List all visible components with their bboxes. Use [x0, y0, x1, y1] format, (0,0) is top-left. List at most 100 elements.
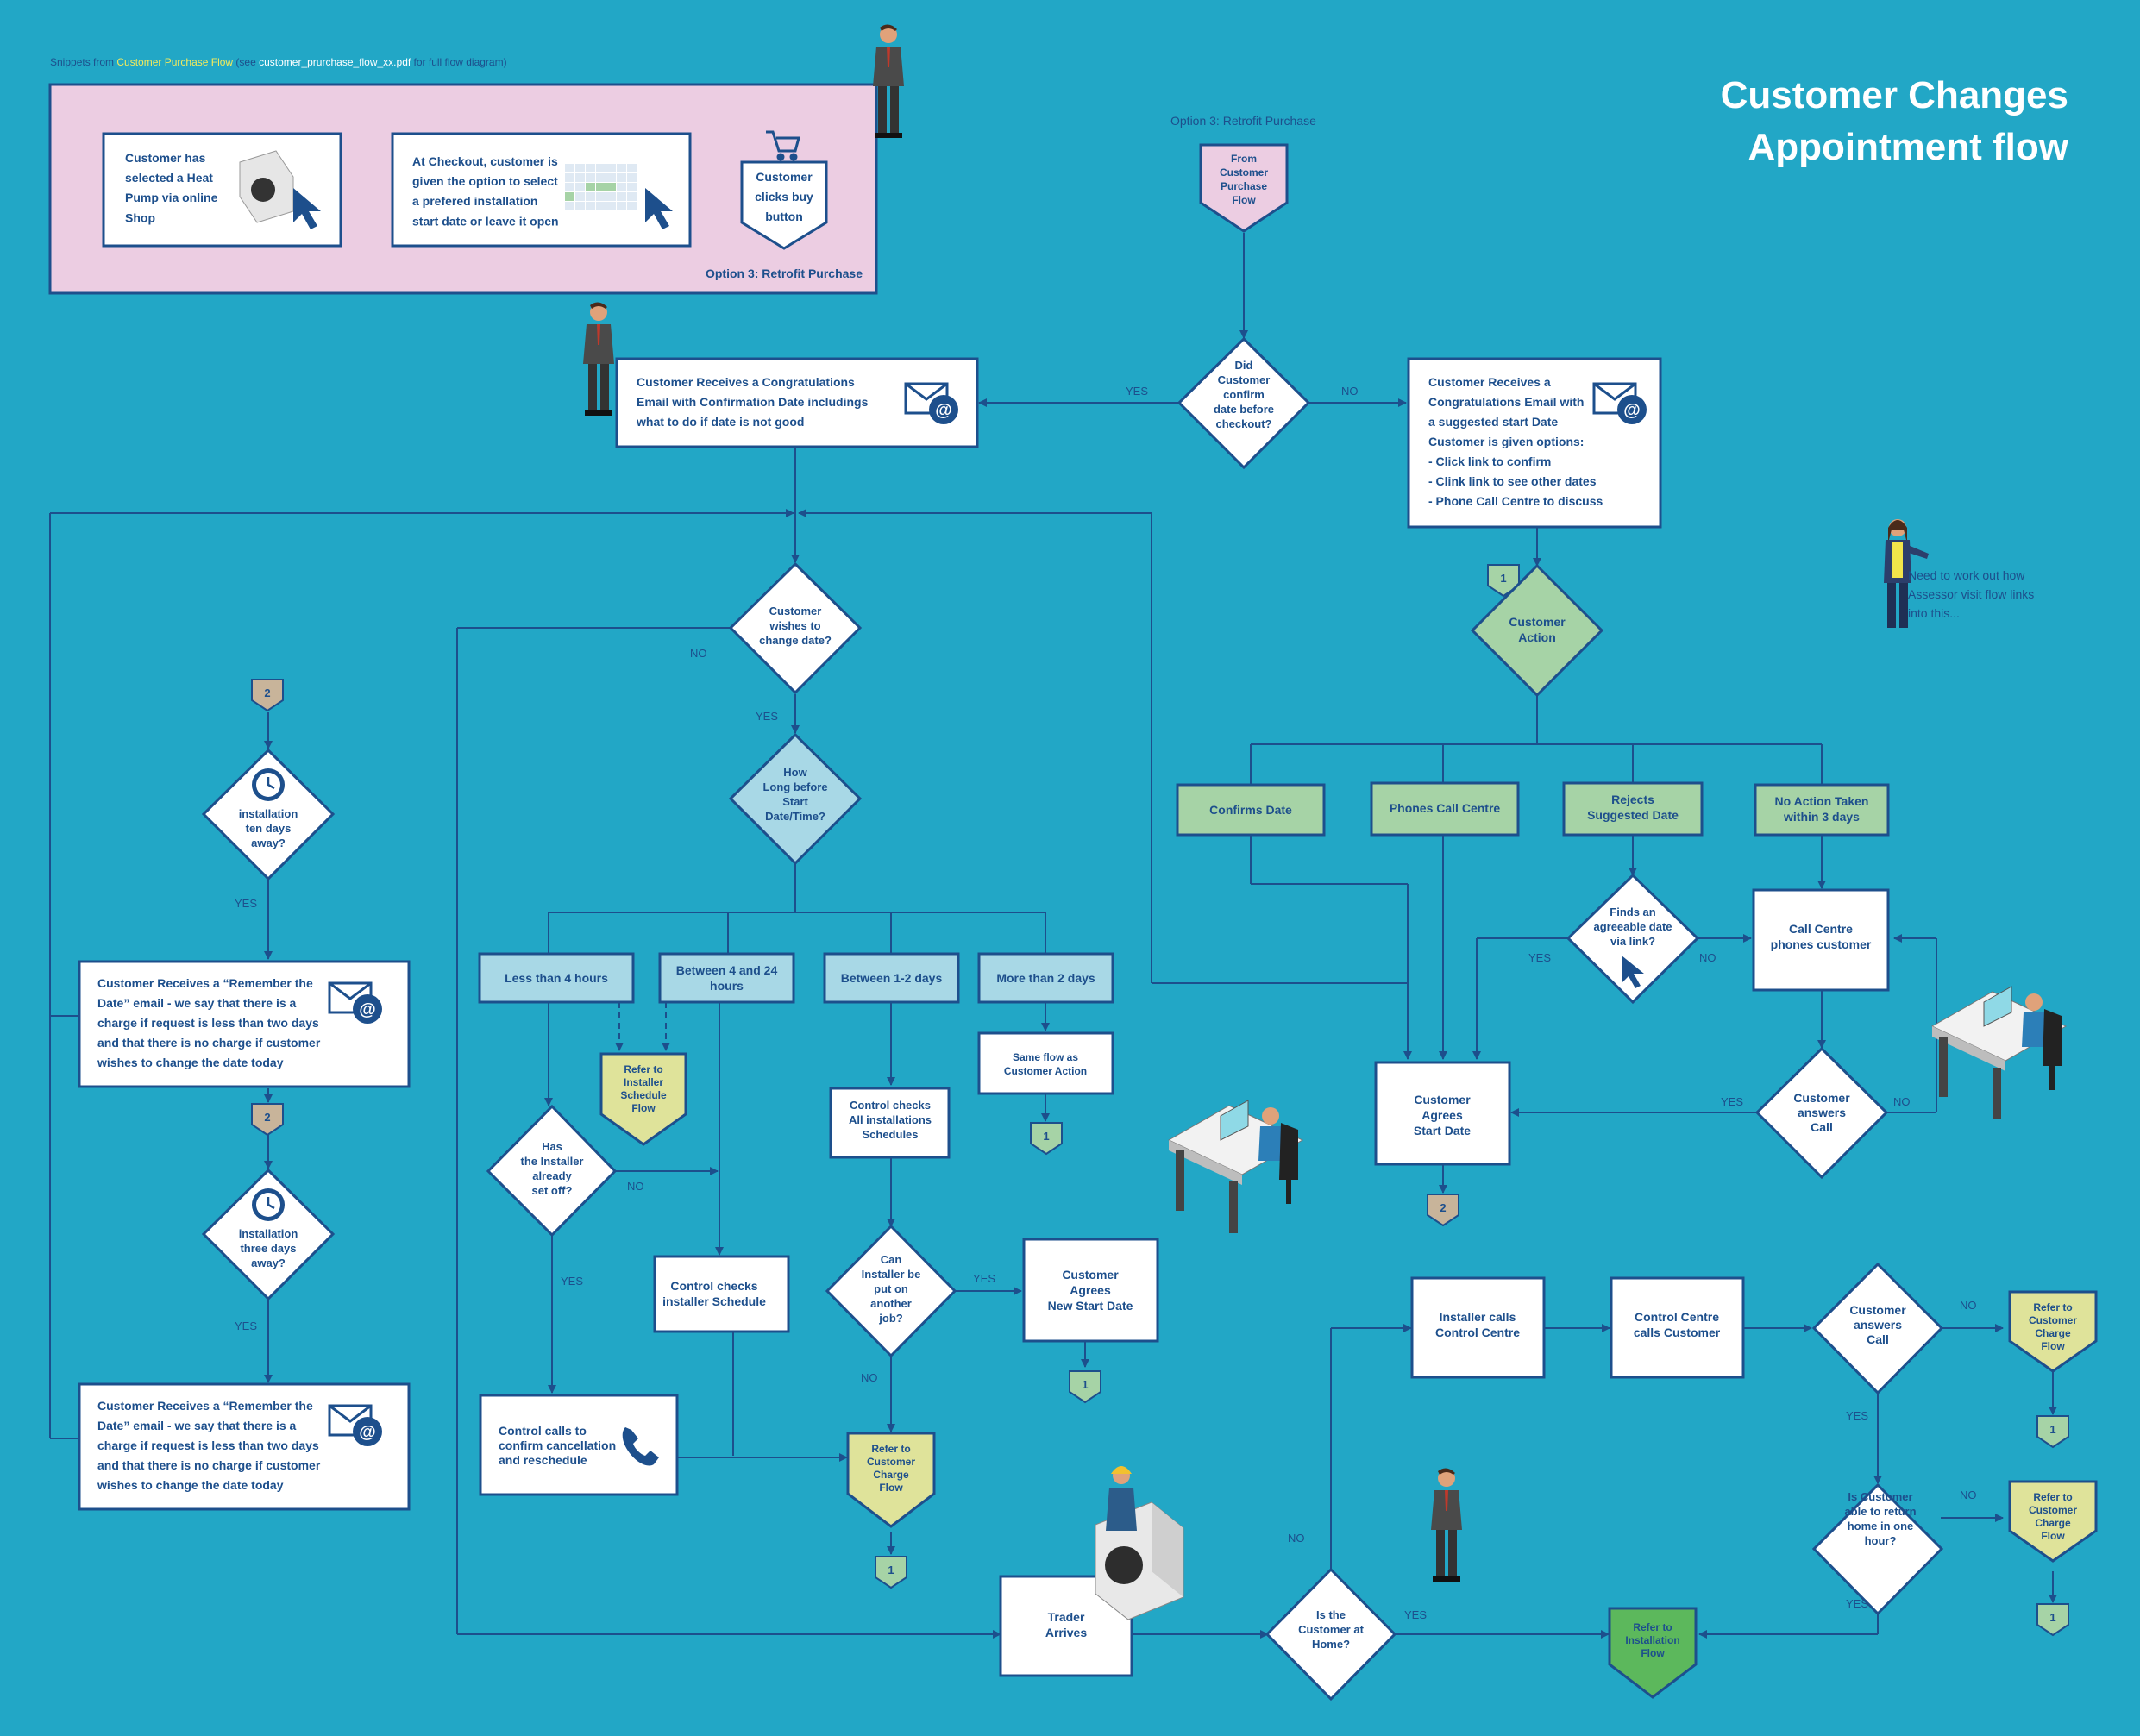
- text-line: Flow: [2041, 1340, 2065, 1352]
- refer-charge-node-2[interactable]: [2008, 1290, 2098, 1373]
- text-line: Installer be: [862, 1268, 921, 1281]
- calendar-cell: [627, 173, 637, 182]
- text-line: Trader: [1048, 1610, 1085, 1624]
- refer-installer-schedule-node[interactable]: [599, 1052, 687, 1146]
- text-line: Charge: [873, 1469, 909, 1481]
- desk-leg: [1229, 1181, 1238, 1233]
- from-purchase-flow-node[interactable]: [1199, 143, 1289, 233]
- text-line: Pump via online: [125, 191, 218, 204]
- text-line: Charge: [2035, 1327, 2071, 1339]
- text-line: Rejects: [1611, 793, 1654, 806]
- calendar-cell: [596, 164, 606, 172]
- text-line: start date or leave it open: [412, 214, 559, 228]
- text-line: Call: [1811, 1120, 1833, 1134]
- operator-head: [1262, 1107, 1279, 1125]
- bottom-answers-yes-label: YES: [1846, 1409, 1868, 1422]
- refer-charge-node-3[interactable]: [2008, 1480, 2098, 1563]
- buy-button-shape[interactable]: [740, 160, 828, 250]
- calendar-cell: [617, 164, 626, 172]
- text-line: phones customer: [1771, 937, 1872, 951]
- return-home-no-label: NO: [1960, 1488, 1977, 1501]
- text-line: Same flow as: [1013, 1051, 1078, 1063]
- at-badge: [929, 395, 958, 424]
- text-line: Agrees: [1421, 1108, 1463, 1122]
- text-line: Call: [1867, 1332, 1889, 1346]
- installer-calls-box: [1410, 1276, 1546, 1379]
- snippet-link[interactable]: Customer Purchase Flow: [116, 56, 233, 68]
- refer-charge-node[interactable]: [846, 1432, 936, 1528]
- text-line: another: [870, 1297, 912, 1310]
- text-line: date before: [1214, 403, 1274, 416]
- clock-hands: [267, 777, 275, 790]
- calendar-cell: [617, 192, 626, 201]
- agreeable-yes-label: YES: [1528, 951, 1551, 964]
- text-line: confirm cancellation: [499, 1438, 616, 1452]
- text-line: ten days: [246, 822, 292, 835]
- control-checks-all-box: [829, 1087, 951, 1159]
- operator-body: [1258, 1126, 1284, 1161]
- text-line: - Click link to confirm: [1428, 454, 1551, 468]
- text-line: Control Centre: [1635, 1310, 1719, 1324]
- calendar-cell: [596, 183, 606, 191]
- text-line: - Phone Call Centre to discuss: [1428, 494, 1603, 508]
- text-line: Customer Receives a “Remember the: [97, 1399, 313, 1413]
- text-line: charge if request is less than two days: [97, 1438, 319, 1452]
- ten-days-decision: [201, 748, 336, 881]
- text-line: Customer: [1218, 373, 1271, 386]
- time-range-option: [478, 952, 635, 1004]
- shoe: [599, 410, 612, 416]
- calendar-cell: [575, 164, 585, 172]
- head: [590, 304, 607, 321]
- text-line: answers: [1854, 1318, 1902, 1332]
- email-icon: @: [328, 981, 382, 1024]
- tie: [597, 324, 600, 345]
- calendar-cell: [565, 202, 574, 210]
- marker-1: 1: [875, 1556, 907, 1589]
- text-line: wishes to change the date today: [97, 1478, 284, 1492]
- customer-answers-call-decision: [1811, 1262, 1944, 1395]
- calendar-cell: [627, 164, 637, 172]
- set-off-yes-label: YES: [561, 1275, 583, 1288]
- at-badge: [353, 994, 382, 1024]
- wishes-no-label: NO: [690, 647, 707, 660]
- text-line: Customer at: [1298, 1623, 1365, 1636]
- text-line: given the option to select: [412, 174, 558, 188]
- at-badge: [353, 1417, 382, 1446]
- desk-operator-icon: [1167, 1100, 1304, 1233]
- marker-shape: [2036, 1415, 2069, 1449]
- text-line: Customer: [1793, 1091, 1850, 1105]
- text-line: Refer to: [2033, 1491, 2072, 1503]
- text-line: Finds an: [1610, 906, 1656, 918]
- customer-action-decision: [1470, 563, 1604, 698]
- calendar-cell: [586, 192, 595, 201]
- three-days-yes-label: YES: [235, 1319, 257, 1332]
- head: [1438, 1470, 1455, 1487]
- customer-wishes-change-decision: [728, 561, 863, 695]
- text-line: Long before: [762, 780, 827, 793]
- marker-1: 1: [2036, 1415, 2069, 1449]
- marker-label: 1: [1082, 1378, 1088, 1391]
- calendar-cell: [617, 173, 626, 182]
- marker-shape: [1069, 1370, 1101, 1404]
- call-centre-phones-box: [1752, 888, 1890, 992]
- did-confirm-no-label: NO: [1341, 385, 1359, 398]
- text-line: charge if request is less than two days: [97, 1016, 319, 1030]
- text-line: Customer: [756, 170, 813, 184]
- text-line: the Installer: [521, 1155, 584, 1168]
- answers-call-no-label: NO: [1893, 1095, 1911, 1108]
- text-line: Flow: [631, 1102, 656, 1114]
- refer-installation-node[interactable]: [1608, 1607, 1698, 1699]
- text-line: already: [532, 1169, 572, 1182]
